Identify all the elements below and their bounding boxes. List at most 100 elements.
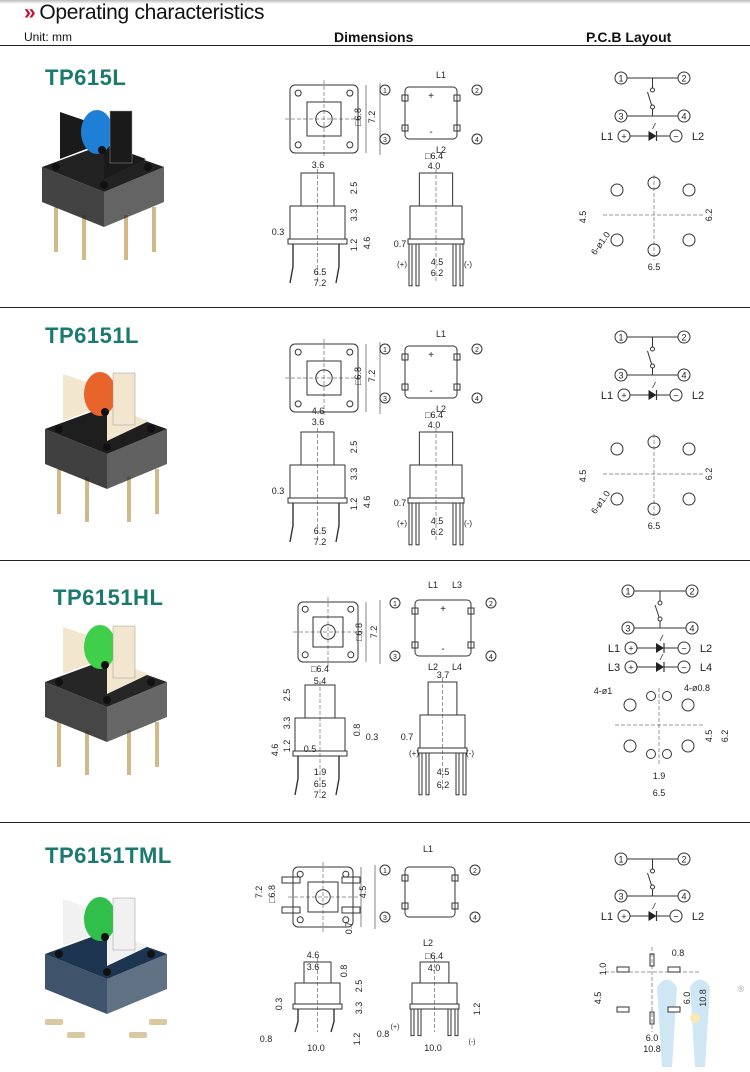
stud-hole	[294, 400, 302, 408]
pin	[455, 752, 460, 796]
terminal-number: 3	[618, 112, 623, 122]
product-photo	[42, 110, 164, 260]
dimension-label: 10.8	[698, 989, 708, 1007]
pin	[127, 477, 131, 522]
pin-number: 2	[473, 868, 477, 875]
terminal-number: 4	[689, 624, 694, 634]
pin-number: 1	[383, 868, 387, 875]
product-title: TP6151HL	[53, 585, 164, 610]
dimension-label: □6.4	[425, 151, 443, 161]
corner-stud	[147, 950, 155, 958]
switch-body-left	[45, 429, 107, 489]
pin-number-circle	[379, 911, 391, 923]
smd-pad	[667, 966, 681, 973]
corner-stud	[55, 678, 63, 686]
pin	[415, 502, 420, 546]
pin	[410, 1008, 415, 1037]
dimension-label: 4.6	[312, 406, 325, 416]
led-diode-icon	[648, 131, 657, 141]
pin	[155, 722, 159, 767]
pin-number-circle	[379, 343, 391, 355]
pin	[335, 244, 340, 284]
dimension-label: 3.3	[282, 717, 292, 730]
bottom-view-outline	[414, 599, 472, 657]
dimension-label: 6.2	[704, 468, 714, 481]
polarity-mark: +	[428, 350, 434, 361]
body-outline	[289, 464, 346, 499]
pin	[289, 244, 294, 284]
pin	[289, 503, 294, 543]
dimension-label: 5.4	[314, 676, 327, 686]
stud-hole	[346, 400, 354, 408]
corner-stud	[144, 163, 152, 171]
terminal-number: 1	[618, 333, 623, 343]
pin	[85, 730, 89, 775]
pin	[425, 752, 430, 796]
header-divider	[0, 45, 750, 46]
dimension-label: 0.3	[366, 732, 379, 742]
pcb-hole	[623, 739, 637, 753]
pin	[462, 752, 467, 796]
led-terminal-label: L2	[692, 390, 704, 402]
led-label: L1	[428, 580, 438, 590]
bottom-view-outline	[404, 866, 456, 918]
body-outline	[294, 717, 346, 752]
body-outline	[409, 464, 463, 499]
dimension-label: 0.3	[272, 486, 285, 496]
led-terminal-label: L3	[608, 662, 620, 674]
pin-number-circle	[471, 133, 483, 145]
dimension-label: 4-ø0.8	[684, 683, 710, 693]
pcb-hole	[682, 442, 696, 456]
pin-number-circle	[379, 864, 391, 876]
pin-pad	[401, 94, 409, 102]
led-terminal-label: L1	[601, 911, 613, 923]
dimension-label: 4.5	[593, 992, 603, 1005]
dimension-label: 6.5	[648, 521, 661, 531]
corner-stud	[52, 163, 60, 171]
pin-number: 4	[475, 396, 479, 403]
logo-dot	[690, 1013, 700, 1023]
pcb-hole	[682, 492, 696, 506]
stud-hole	[296, 870, 304, 878]
terminal-number: 2	[681, 74, 686, 84]
corner-stud	[101, 661, 109, 669]
pin	[67, 1032, 85, 1038]
actuator	[112, 897, 136, 951]
pin-pad	[453, 94, 461, 102]
highlywell-logo: HIGHLYWELL	[657, 979, 710, 1067]
dimension-label: 4.6	[362, 237, 372, 250]
body-outline	[409, 205, 463, 240]
dimension-label: 4.6	[362, 496, 372, 509]
dimension-label: (+)	[397, 519, 407, 528]
corner-stud	[101, 933, 109, 941]
pin	[459, 502, 464, 546]
plus-sign: +	[621, 912, 626, 922]
stud-hole	[347, 605, 355, 613]
pcb-hole	[646, 691, 656, 701]
pin	[294, 1009, 299, 1033]
smd-lead	[341, 906, 361, 914]
corner-stud	[55, 425, 63, 433]
pcb-hole	[610, 233, 624, 247]
pin	[57, 469, 61, 514]
top-view-outline	[292, 866, 354, 928]
dimension-label: 1.2	[349, 239, 359, 252]
section-divider	[0, 560, 750, 561]
pin-pad	[453, 353, 461, 361]
stud-hole	[296, 916, 304, 924]
led-diode-icon	[648, 390, 657, 400]
pcb-hole	[610, 183, 624, 197]
dimension-line	[652, 122, 656, 130]
dimension-label: 6.0	[682, 992, 692, 1005]
dimension-label: 6.5	[314, 779, 327, 789]
corner-stud	[103, 443, 111, 451]
terminal-number: 2	[681, 333, 686, 343]
terminal-number: 2	[689, 587, 694, 597]
pin	[155, 469, 159, 514]
pcb-hole	[646, 749, 656, 759]
pin-number-circle	[485, 650, 497, 662]
switch-body-right	[104, 167, 164, 227]
pin	[417, 1008, 422, 1037]
